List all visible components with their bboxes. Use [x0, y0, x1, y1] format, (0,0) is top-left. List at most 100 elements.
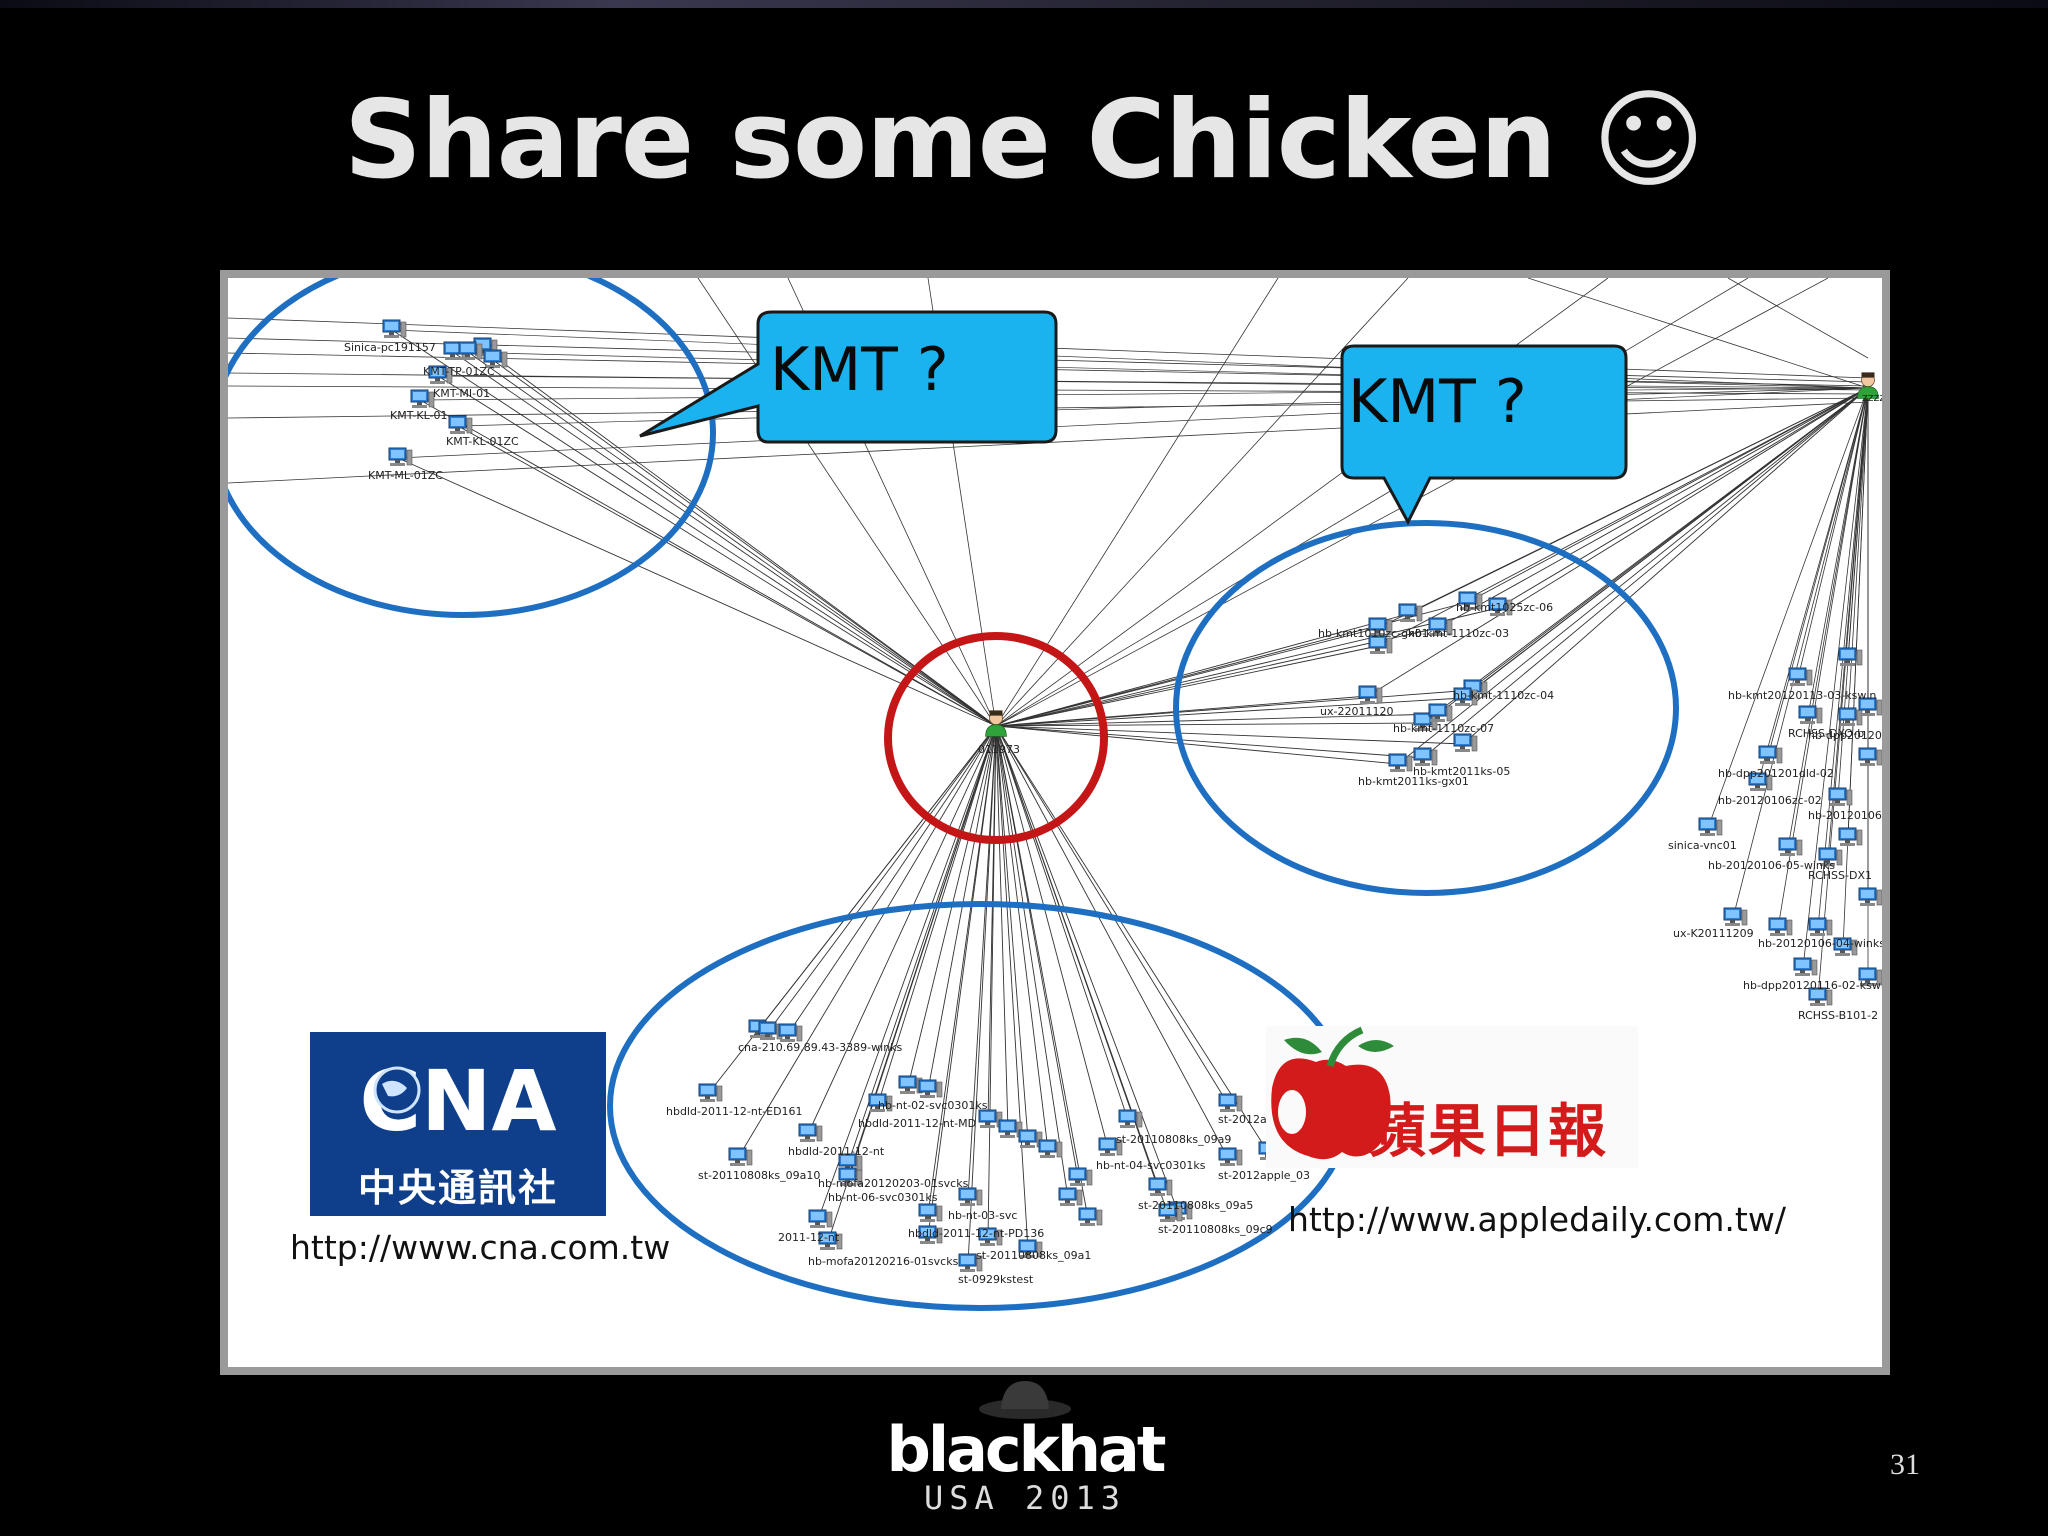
callout-text-left: KMT ?	[770, 335, 949, 405]
apple-daily-name: 蘋果日報	[1368, 1097, 1609, 1165]
network-edge	[987, 725, 997, 1121]
media-node-label: hb-nt-03-svc	[948, 1209, 1018, 1222]
computer-icon	[1723, 907, 1748, 927]
computer-icon	[1788, 667, 1813, 687]
computer-icon	[458, 341, 483, 361]
kmt-left-node-label: KMT-KL-01ZC	[446, 435, 519, 448]
computer-icon	[918, 1079, 943, 1099]
cna-url[interactable]: http://www.cna.com.tw	[290, 1228, 671, 1267]
network-edge	[995, 695, 1369, 727]
network-edge	[467, 351, 997, 727]
network-edge	[807, 725, 997, 1135]
network-edge	[1407, 387, 1869, 615]
network-edge	[995, 725, 1424, 759]
network-edge	[767, 725, 997, 1033]
network-edge	[995, 713, 1439, 727]
far-right-node-label: ux-K20111209	[1673, 927, 1754, 940]
network-edge	[927, 725, 997, 1237]
computer-icon	[1453, 733, 1478, 753]
network-edge	[995, 725, 1169, 1215]
network-edge	[1467, 387, 1869, 603]
network-edge	[1527, 278, 1869, 389]
blackhat-logo: blackhat USA 2013	[855, 1375, 1195, 1517]
media-node-label: hb-nt-04-svc0301ks	[1096, 1159, 1206, 1172]
network-edge	[1847, 387, 1869, 659]
far-right-node-label: hb-kmt20120113-03-kswin	[1728, 689, 1877, 702]
media-node-label: cna-210.69.89.43-3389-winks	[738, 1041, 903, 1054]
network-edge	[995, 607, 1499, 727]
blackhat-event: USA 2013	[923, 1479, 1127, 1517]
computer-icon	[918, 1203, 943, 1223]
computer-icon	[698, 1083, 723, 1103]
network-edge	[995, 725, 1009, 1131]
network-nodes	[382, 319, 1882, 1273]
computer-icon	[1038, 1139, 1063, 1159]
network-edge	[1707, 387, 1869, 829]
media-node-label: hbdld-2011-12-nt-PD136	[908, 1227, 1045, 1240]
media-node-label: st-2012apple_03	[1218, 1169, 1311, 1182]
apple-icon	[1271, 1026, 1394, 1160]
media-node-label: hbdld-2011-12-nt-MD	[858, 1117, 977, 1130]
media-node-label: st-20110808ks_09a9	[1116, 1133, 1232, 1146]
network-edge	[397, 457, 997, 727]
network-edge	[492, 359, 997, 727]
computer-icon	[1838, 707, 1863, 727]
computer-icon	[1078, 1207, 1103, 1227]
network-edge	[457, 425, 997, 727]
computer-icon	[1758, 745, 1783, 765]
network-edge	[995, 725, 1179, 1213]
computer-icon	[1148, 1177, 1173, 1197]
computer-icon	[1358, 685, 1383, 705]
computer-icon	[448, 415, 473, 435]
kmt-right-node-label: ux-22011120	[1320, 705, 1394, 718]
computer-icon	[1768, 917, 1793, 937]
network-edge	[437, 375, 1869, 389]
network-edge	[995, 725, 1464, 745]
cna-logo-name: 中央通訊社	[357, 1166, 558, 1210]
media-node-label: hbdld-2011-12-nt-ED161	[666, 1105, 803, 1118]
network-edge	[1422, 387, 1869, 759]
media-node-label: hb-nt-06-svc0301ks	[828, 1191, 938, 1204]
media-node-label: st-20110808ks_09c9	[1158, 1223, 1273, 1236]
network-edge	[1842, 387, 1869, 949]
top-decorative-band	[0, 0, 2048, 8]
media-node-label: 2011-12-nt	[778, 1231, 840, 1244]
media-node-label: st-0929kstest	[958, 1273, 1034, 1286]
hub-label: 011973	[978, 743, 1020, 756]
network-edge	[1732, 387, 1869, 919]
apple-daily-url[interactable]: http://www.appledaily.com.tw/	[1288, 1200, 1786, 1239]
network-edge	[995, 725, 1269, 1153]
network-edge	[967, 725, 997, 1265]
far-right-node-label: RCHSS-B101-2	[1798, 1009, 1879, 1022]
kmt-right-node-label: hb-kmt-1110zc-03	[1408, 627, 1510, 640]
apple-daily-logo: 蘋果日報	[1266, 1026, 1638, 1168]
far-right-node-label: RCHSS-DXO-b	[1788, 727, 1865, 740]
far-right-node-label: RCHSS-DX1	[1808, 869, 1872, 882]
media-node-label: hb-nt-02-svc0301ks	[878, 1099, 988, 1112]
network-edge	[995, 725, 1029, 1141]
network-edge	[995, 722, 1424, 727]
slide-title: Share some Chicken ☺	[344, 78, 1705, 203]
media-node-label: hb-mofa20120216-01svcks	[808, 1255, 959, 1268]
network-edge	[1367, 387, 1869, 697]
network-edge	[995, 697, 1464, 727]
network-edge	[1817, 387, 1869, 999]
network-edge	[419, 399, 997, 727]
network-edge	[995, 725, 1399, 765]
kmt-left-node-label: KMT-MI-01	[433, 387, 491, 400]
network-edge	[437, 375, 997, 727]
network-edge	[995, 725, 1069, 1199]
network-edge	[1462, 387, 1869, 745]
computer-icon	[1828, 787, 1853, 807]
computer-icon	[798, 1123, 823, 1143]
computer-icon	[1798, 705, 1823, 725]
computer-icon	[1808, 917, 1833, 937]
network-edge	[927, 725, 997, 1215]
network-edge	[1727, 278, 1869, 359]
network-edge	[995, 278, 1409, 727]
computer-icon	[1118, 1109, 1143, 1129]
far-right-node-label: hb-20120106-03-zc	[1808, 809, 1882, 822]
network-edge	[787, 725, 997, 1035]
